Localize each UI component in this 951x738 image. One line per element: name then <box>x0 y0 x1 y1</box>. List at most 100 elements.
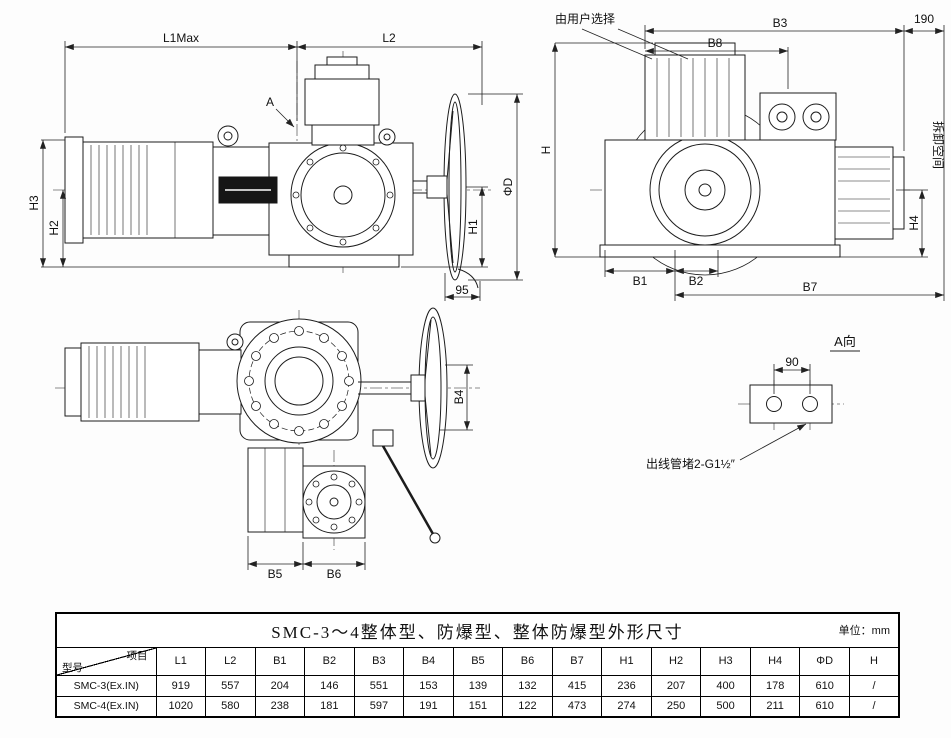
top-knob <box>326 56 358 66</box>
dim-90: 90 <box>785 355 799 369</box>
dim-b4: B4 <box>452 389 466 404</box>
neck <box>311 122 375 146</box>
actuator-rear-outline <box>599 42 905 276</box>
corner-model-label: 型号 <box>62 661 83 674</box>
cell: 557 <box>205 674 256 697</box>
table-title-row: SMC-3～4整体型、防爆型、整体防爆型外形尺寸 单位：mm <box>55 612 900 648</box>
col-header: H <box>848 646 900 676</box>
cell: 610 <box>799 695 850 718</box>
table-row: SMC-4(Ex.IN) 1020 580 238 181 597 191 15… <box>55 695 900 718</box>
dim-b2: B2 <box>689 274 704 288</box>
cell: 191 <box>403 695 454 718</box>
dimension-lines <box>739 364 811 461</box>
conduit-plate-outline <box>749 384 833 424</box>
col-header: B3 <box>353 646 405 676</box>
cell: 139 <box>452 674 504 697</box>
dim-190: 190 <box>914 12 934 26</box>
top-compartment <box>304 78 380 126</box>
col-header: B4 <box>403 646 454 676</box>
corner-header-cell: 项目 型号 <box>55 646 157 676</box>
wheel-shaft <box>358 381 419 395</box>
motor-fins <box>838 156 890 224</box>
view-rear-elevation: 由用户选择 B3 190 B8 拆卸空间 H H4 B1 B2 <box>539 11 946 301</box>
cell: 473 <box>551 695 603 718</box>
dim-h: H <box>539 146 553 155</box>
compartment-cap <box>654 42 736 56</box>
handwheel-hub <box>426 175 448 199</box>
user-select-note: 由用户选择 <box>555 11 615 26</box>
col-header: B7 <box>551 646 603 676</box>
dim-l2: L2 <box>382 31 396 45</box>
cell: 580 <box>205 695 256 718</box>
view-plan: B4 B5 B6 <box>55 307 480 581</box>
dimension-lines <box>247 364 473 570</box>
col-header: H3 <box>700 646 751 676</box>
section-label-a: A <box>266 95 274 109</box>
lower-compartment <box>247 447 304 533</box>
cell: 132 <box>502 674 553 697</box>
dim-phid: ΦD <box>501 178 515 197</box>
cell: 211 <box>749 695 801 718</box>
dim-b6: B6 <box>327 567 342 581</box>
adapter-housing <box>198 349 242 415</box>
dimension-lines <box>39 41 523 301</box>
actuator-side-outline <box>64 56 479 289</box>
cell: 238 <box>254 695 306 718</box>
motor-fins <box>88 346 146 418</box>
removal-space-label: 拆卸空间 <box>931 121 946 169</box>
dim-h1: H1 <box>466 219 480 235</box>
cell: 236 <box>601 674 652 697</box>
dim-b1: B1 <box>633 274 648 288</box>
dim-h4: H4 <box>907 215 921 231</box>
cell: 153 <box>403 674 454 697</box>
corner-item-label: 项目 <box>126 649 148 662</box>
cell: / <box>848 674 900 697</box>
model-name: SMC-4(Ex.IN) <box>55 695 157 718</box>
cell: 178 <box>749 674 801 697</box>
motor-fins <box>90 142 176 238</box>
dimension-table-grid: SMC-3～4整体型、防爆型、整体防爆型外形尺寸 单位：mm 项目 型号 L1 … <box>55 612 900 718</box>
col-header: B2 <box>304 646 355 676</box>
col-header: H1 <box>601 646 652 676</box>
lever-knob <box>429 532 441 544</box>
unit-note: 单位：mm <box>838 625 890 638</box>
lever-pivot <box>372 429 394 447</box>
compartment-fins <box>656 58 730 137</box>
cell: 181 <box>304 695 355 718</box>
motor-cap <box>892 156 905 230</box>
handwheel-hub <box>410 374 426 402</box>
cell: 204 <box>254 674 306 697</box>
col-header: H2 <box>650 646 702 676</box>
col-header: L2 <box>205 646 256 676</box>
cell: 500 <box>700 695 751 718</box>
view-side-elevation: L1Max L2 A H3 H2 H1 ΦD 95 <box>27 31 523 301</box>
cell: / <box>848 695 900 718</box>
col-header: H4 <box>749 646 801 676</box>
model-name: SMC-3(Ex.IN) <box>55 674 157 697</box>
cell: 610 <box>799 674 850 697</box>
cell: 1020 <box>155 695 207 718</box>
dimension-table: SMC-3～4整体型、防爆型、整体防爆型外形尺寸 单位：mm 项目 型号 L1 … <box>55 612 900 718</box>
motor-body <box>82 141 214 239</box>
cell: 919 <box>155 674 207 697</box>
cell: 415 <box>551 674 603 697</box>
cell: 400 <box>700 674 751 697</box>
motor-body <box>80 342 200 422</box>
base-plate <box>599 244 841 258</box>
motor-end-cap <box>64 347 82 417</box>
dim-95: 95 <box>455 283 469 297</box>
corner-diagonal <box>57 648 155 674</box>
dim-h3: H3 <box>27 195 41 211</box>
dim-b5: B5 <box>268 567 283 581</box>
actuator-plan-outline <box>64 307 448 544</box>
col-header: B5 <box>452 646 504 676</box>
col-header: ΦD <box>799 646 850 676</box>
view-a-title: A向 <box>834 334 856 349</box>
dim-b3: B3 <box>773 16 788 30</box>
dimension-lines <box>551 25 945 301</box>
handwheel-spokes <box>424 319 432 457</box>
table-title: SMC-3～4整体型、防爆型、整体防爆型外形尺寸 <box>271 622 684 642</box>
conduit-note: 出线管堵2-G1½″ <box>646 456 736 471</box>
col-header: L1 <box>155 646 207 676</box>
table-row: SMC-3(Ex.IN) 919 557 204 146 551 153 139… <box>55 674 900 697</box>
